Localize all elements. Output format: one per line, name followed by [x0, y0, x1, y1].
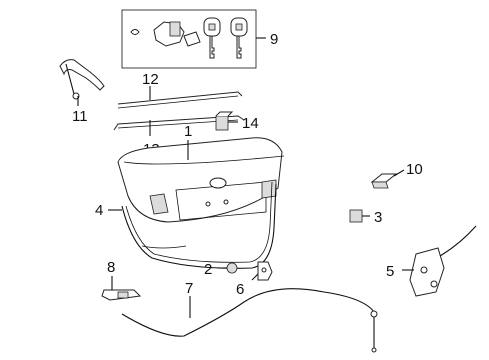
trunk-lock-assembly: 5 — [386, 225, 477, 297]
callout-14: 14 — [242, 115, 259, 132]
callout-4: 4 — [95, 202, 103, 219]
callout-1: 1 — [184, 123, 192, 140]
opener-switch: 3 — [349, 209, 382, 226]
release-cable: 7 — [121, 280, 378, 353]
luggage-door-hinge: 11 — [59, 59, 105, 125]
callout-2: 2 — [204, 261, 212, 278]
torsion-bar-upper: 12 — [117, 71, 243, 109]
bolt: 2 — [204, 261, 238, 278]
trunk-lid: 1 — [117, 123, 285, 223]
license-plate-lamp: 10 — [370, 161, 423, 189]
key-set-frame — [121, 9, 257, 69]
callout-3: 3 — [374, 209, 382, 226]
callout-11: 11 — [72, 108, 88, 125]
callout-12: 12 — [142, 71, 159, 88]
callout-7: 7 — [185, 280, 193, 297]
key-2 — [230, 17, 248, 59]
striker: 6 — [236, 261, 273, 298]
callout-6: 6 — [236, 281, 244, 298]
release-lever: 8 — [101, 259, 142, 301]
lock-cylinder-key-set: 9 — [121, 9, 278, 69]
stopper-cushion: 14 — [215, 111, 259, 132]
callout-9: 9 — [270, 31, 278, 48]
callout-5: 5 — [386, 263, 394, 280]
callout-10: 10 — [406, 161, 423, 178]
weatherstrip: 4 — [95, 181, 277, 269]
key-1 — [203, 17, 221, 59]
callout-8: 8 — [107, 259, 115, 276]
